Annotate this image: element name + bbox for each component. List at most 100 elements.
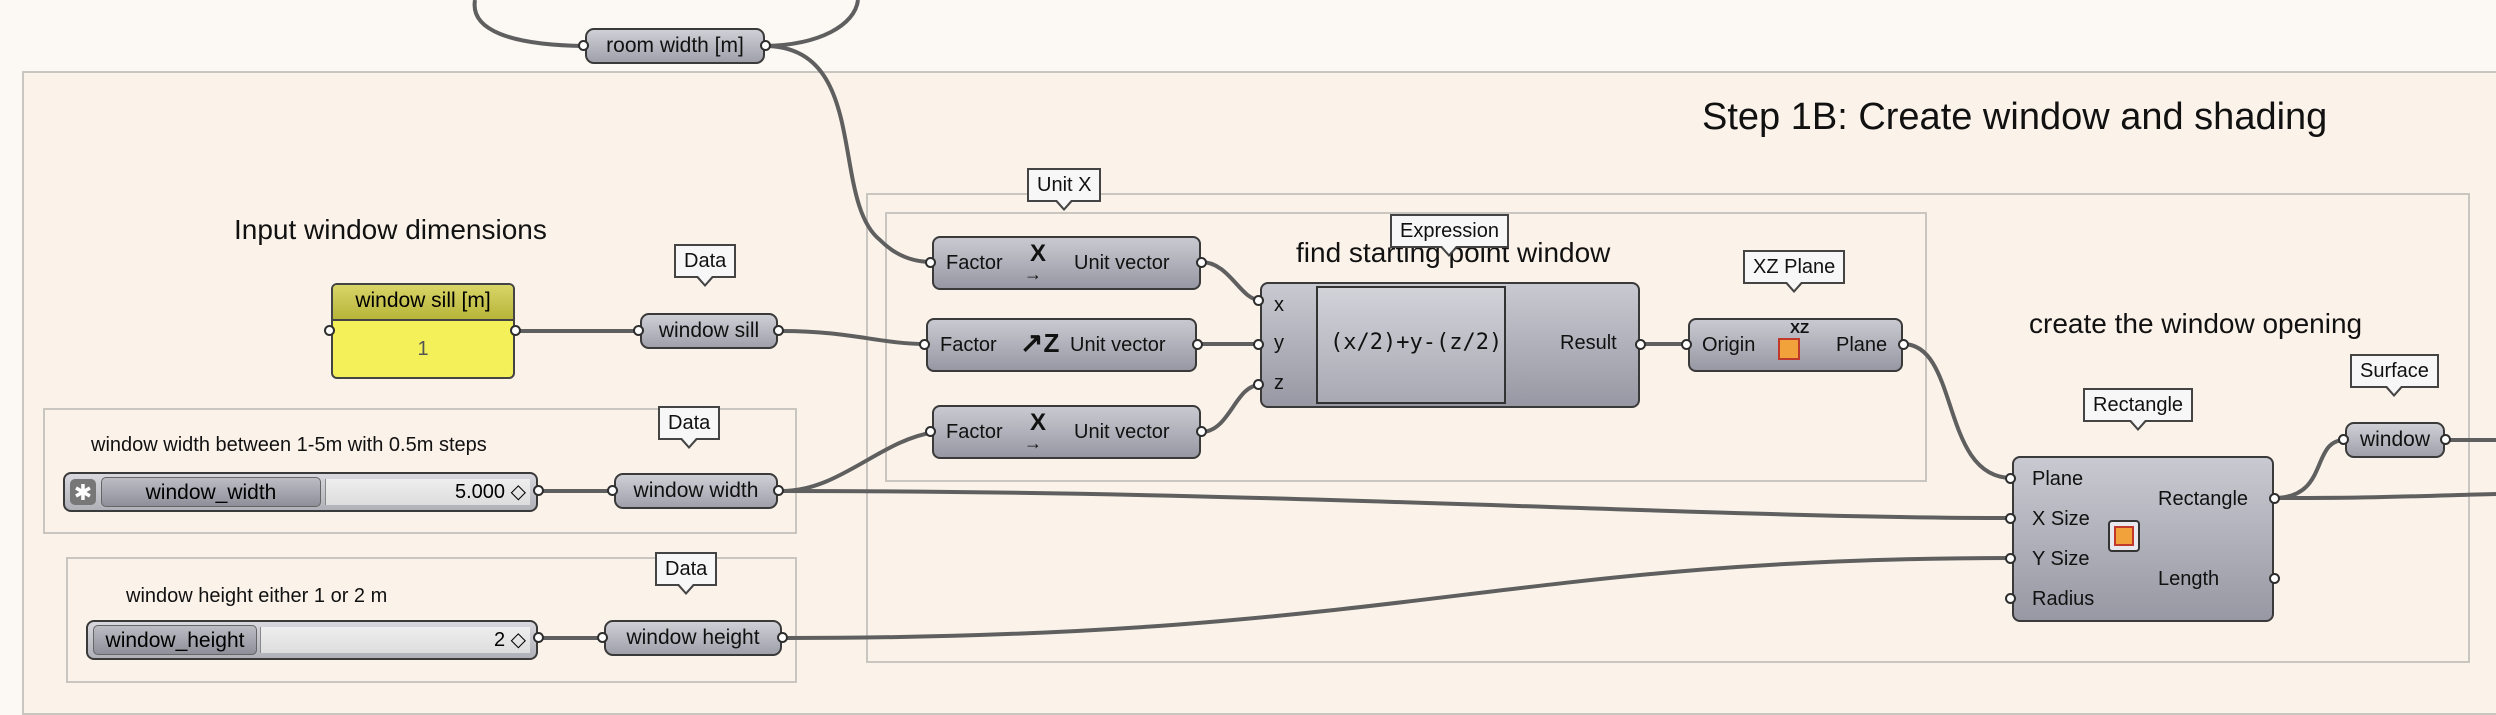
expression-output-label: Result: [1560, 332, 1617, 354]
wire-rect-to-surface: [2273, 438, 2346, 500]
window-width-in-port[interactable]: [607, 485, 618, 496]
slider-asterisk-icon: ✱: [70, 479, 96, 505]
tag-data-sill: Data: [674, 244, 737, 287]
window-width-slider[interactable]: ✱ window_width 5.000 ◇: [63, 472, 538, 512]
window-height-slider-out-port[interactable]: [533, 632, 544, 643]
unit-x-arrow-icon: X→: [1024, 240, 1047, 284]
width-note: window width between 1-5m with 0.5m step…: [91, 434, 487, 456]
window-width-out-port[interactable]: [773, 485, 784, 496]
wire-width-to-xsize: [781, 489, 2013, 520]
expression-input-y: y: [1274, 332, 1284, 354]
expression-in-x-port[interactable]: [1253, 295, 1264, 306]
window-sill-label: window sill: [658, 319, 760, 342]
room-width-in-port[interactable]: [578, 40, 589, 51]
expression-out-port[interactable]: [1635, 339, 1646, 350]
expression-component[interactable]: x y z (x/2)+y-(z/2) Result: [1260, 282, 1640, 408]
panel-title: window sill [m]: [333, 285, 513, 321]
panel-value[interactable]: 1: [417, 338, 429, 360]
unit-z-output-label: Unit vector: [1070, 334, 1166, 356]
unit-x-2-input-label: Factor: [946, 421, 1003, 443]
wire-height-to-ysize: [786, 556, 2013, 640]
window-width-slider-track[interactable]: [325, 479, 530, 505]
unit-x-2-in-port[interactable]: [925, 426, 936, 437]
unit-x-1-output-label: Unit vector: [1074, 252, 1170, 274]
room-width-out-port[interactable]: [760, 40, 771, 51]
unit-z-in-port[interactable]: [919, 339, 930, 350]
xz-plane-in-port[interactable]: [1681, 339, 1692, 350]
rect-input-xsize: X Size: [2032, 508, 2090, 530]
room-width-param[interactable]: room width [m]: [585, 28, 765, 64]
unit-z-out-port[interactable]: [1192, 339, 1203, 350]
tag-unit-x: Unit X: [1027, 168, 1102, 211]
panel-in-port[interactable]: [324, 325, 335, 336]
tag-data-height: Data: [655, 552, 718, 595]
window-height-slider-track[interactable]: [260, 627, 530, 653]
window-surface-out-port[interactable]: [2440, 434, 2451, 445]
step-title: Step 1B: Create window and shading: [1702, 96, 2328, 138]
rect-in-xsize-port[interactable]: [2005, 513, 2016, 524]
window-sill-in-port[interactable]: [633, 325, 644, 336]
panel-out-port[interactable]: [510, 325, 521, 336]
window-height-in-port[interactable]: [597, 632, 608, 643]
unit-x-component-1[interactable]: Factor X→ Unit vector: [932, 236, 1201, 290]
rectangle-component[interactable]: Plane X Size Y Size Radius Rectangle Len…: [2012, 456, 2274, 622]
window-width-slider-out-port[interactable]: [533, 485, 544, 496]
rect-in-ysize-port[interactable]: [2005, 553, 2016, 564]
xz-plane-component[interactable]: Origin XZ Plane: [1688, 318, 1903, 372]
window-sill-out-port[interactable]: [773, 325, 784, 336]
unit-x-2-output-label: Unit vector: [1074, 421, 1170, 443]
unit-z-component[interactable]: Factor ↗Z Unit vector: [926, 318, 1197, 372]
window-height-param[interactable]: window height: [604, 620, 782, 656]
rect-output-rectangle: Rectangle: [2158, 488, 2249, 510]
rect-in-plane-port[interactable]: [2005, 473, 2016, 484]
input-dimensions-title: Input window dimensions: [234, 214, 547, 245]
rect-output-length: Length: [2158, 568, 2220, 590]
wire-plane-to-rect: [1902, 342, 2013, 480]
xz-plane-out-port[interactable]: [1898, 339, 1909, 350]
unit-x-component-2[interactable]: Factor X→ Unit vector: [932, 405, 1201, 459]
xz-plane-icon: [1778, 338, 1800, 360]
rect-out-length-port[interactable]: [2269, 573, 2280, 584]
rect-input-plane: Plane: [2032, 468, 2084, 490]
window-height-slider-value[interactable]: 2 ◇: [493, 629, 526, 651]
wire-room-width-to-factor: [767, 44, 933, 264]
window-surface-in-port[interactable]: [2338, 434, 2349, 445]
rect-out-rectangle-port[interactable]: [2269, 493, 2280, 504]
wire-top-left: [472, 0, 586, 48]
window-surface-param[interactable]: window: [2345, 422, 2445, 458]
window-sill-param[interactable]: window sill: [640, 313, 778, 349]
window-opening-title: create the window opening: [2029, 308, 2363, 339]
window-sill-panel[interactable]: window sill [m] 1: [331, 283, 515, 379]
rect-in-radius-port[interactable]: [2005, 593, 2016, 604]
tag-xz-plane: XZ Plane: [1743, 250, 1846, 293]
unit-z-arrow-icon: ↗Z: [1020, 327, 1060, 358]
window-width-slider-value[interactable]: 5.000 ◇: [455, 481, 526, 503]
expression-formula-box[interactable]: [1316, 286, 1506, 404]
expression-in-z-port[interactable]: [1253, 379, 1264, 390]
unit-x-1-out-port[interactable]: [1196, 257, 1207, 268]
tag-data-width: Data: [658, 406, 721, 449]
expression-input-x: x: [1274, 294, 1284, 316]
rectangle-icon: [2108, 520, 2140, 552]
window-width-param[interactable]: window width: [614, 473, 778, 509]
room-width-label: room width [m]: [606, 34, 744, 57]
height-note: window height either 1 or 2 m: [126, 585, 388, 607]
xz-plane-output-label: Plane: [1836, 334, 1888, 356]
wire-unitx1-to-x: [1200, 260, 1261, 302]
rect-input-radius: Radius: [2032, 588, 2095, 610]
window-width-slider-name: window_width: [101, 477, 321, 507]
xz-plane-input-label: Origin: [1702, 334, 1756, 356]
tag-expression: Expression: [1390, 214, 1509, 257]
window-height-slider[interactable]: window_height 2 ◇: [86, 620, 538, 660]
unit-x-1-in-port[interactable]: [925, 257, 936, 268]
wire-top-right: [764, 0, 860, 48]
expression-in-y-port[interactable]: [1253, 339, 1264, 350]
unit-x-2-out-port[interactable]: [1196, 426, 1207, 437]
window-height-out-port[interactable]: [777, 632, 788, 643]
wire-width-out: [781, 430, 936, 493]
wire-sill-to-factor: [781, 329, 927, 346]
rect-input-ysize: Y Size: [2032, 548, 2090, 570]
unit-x-1-input-label: Factor: [946, 252, 1003, 274]
